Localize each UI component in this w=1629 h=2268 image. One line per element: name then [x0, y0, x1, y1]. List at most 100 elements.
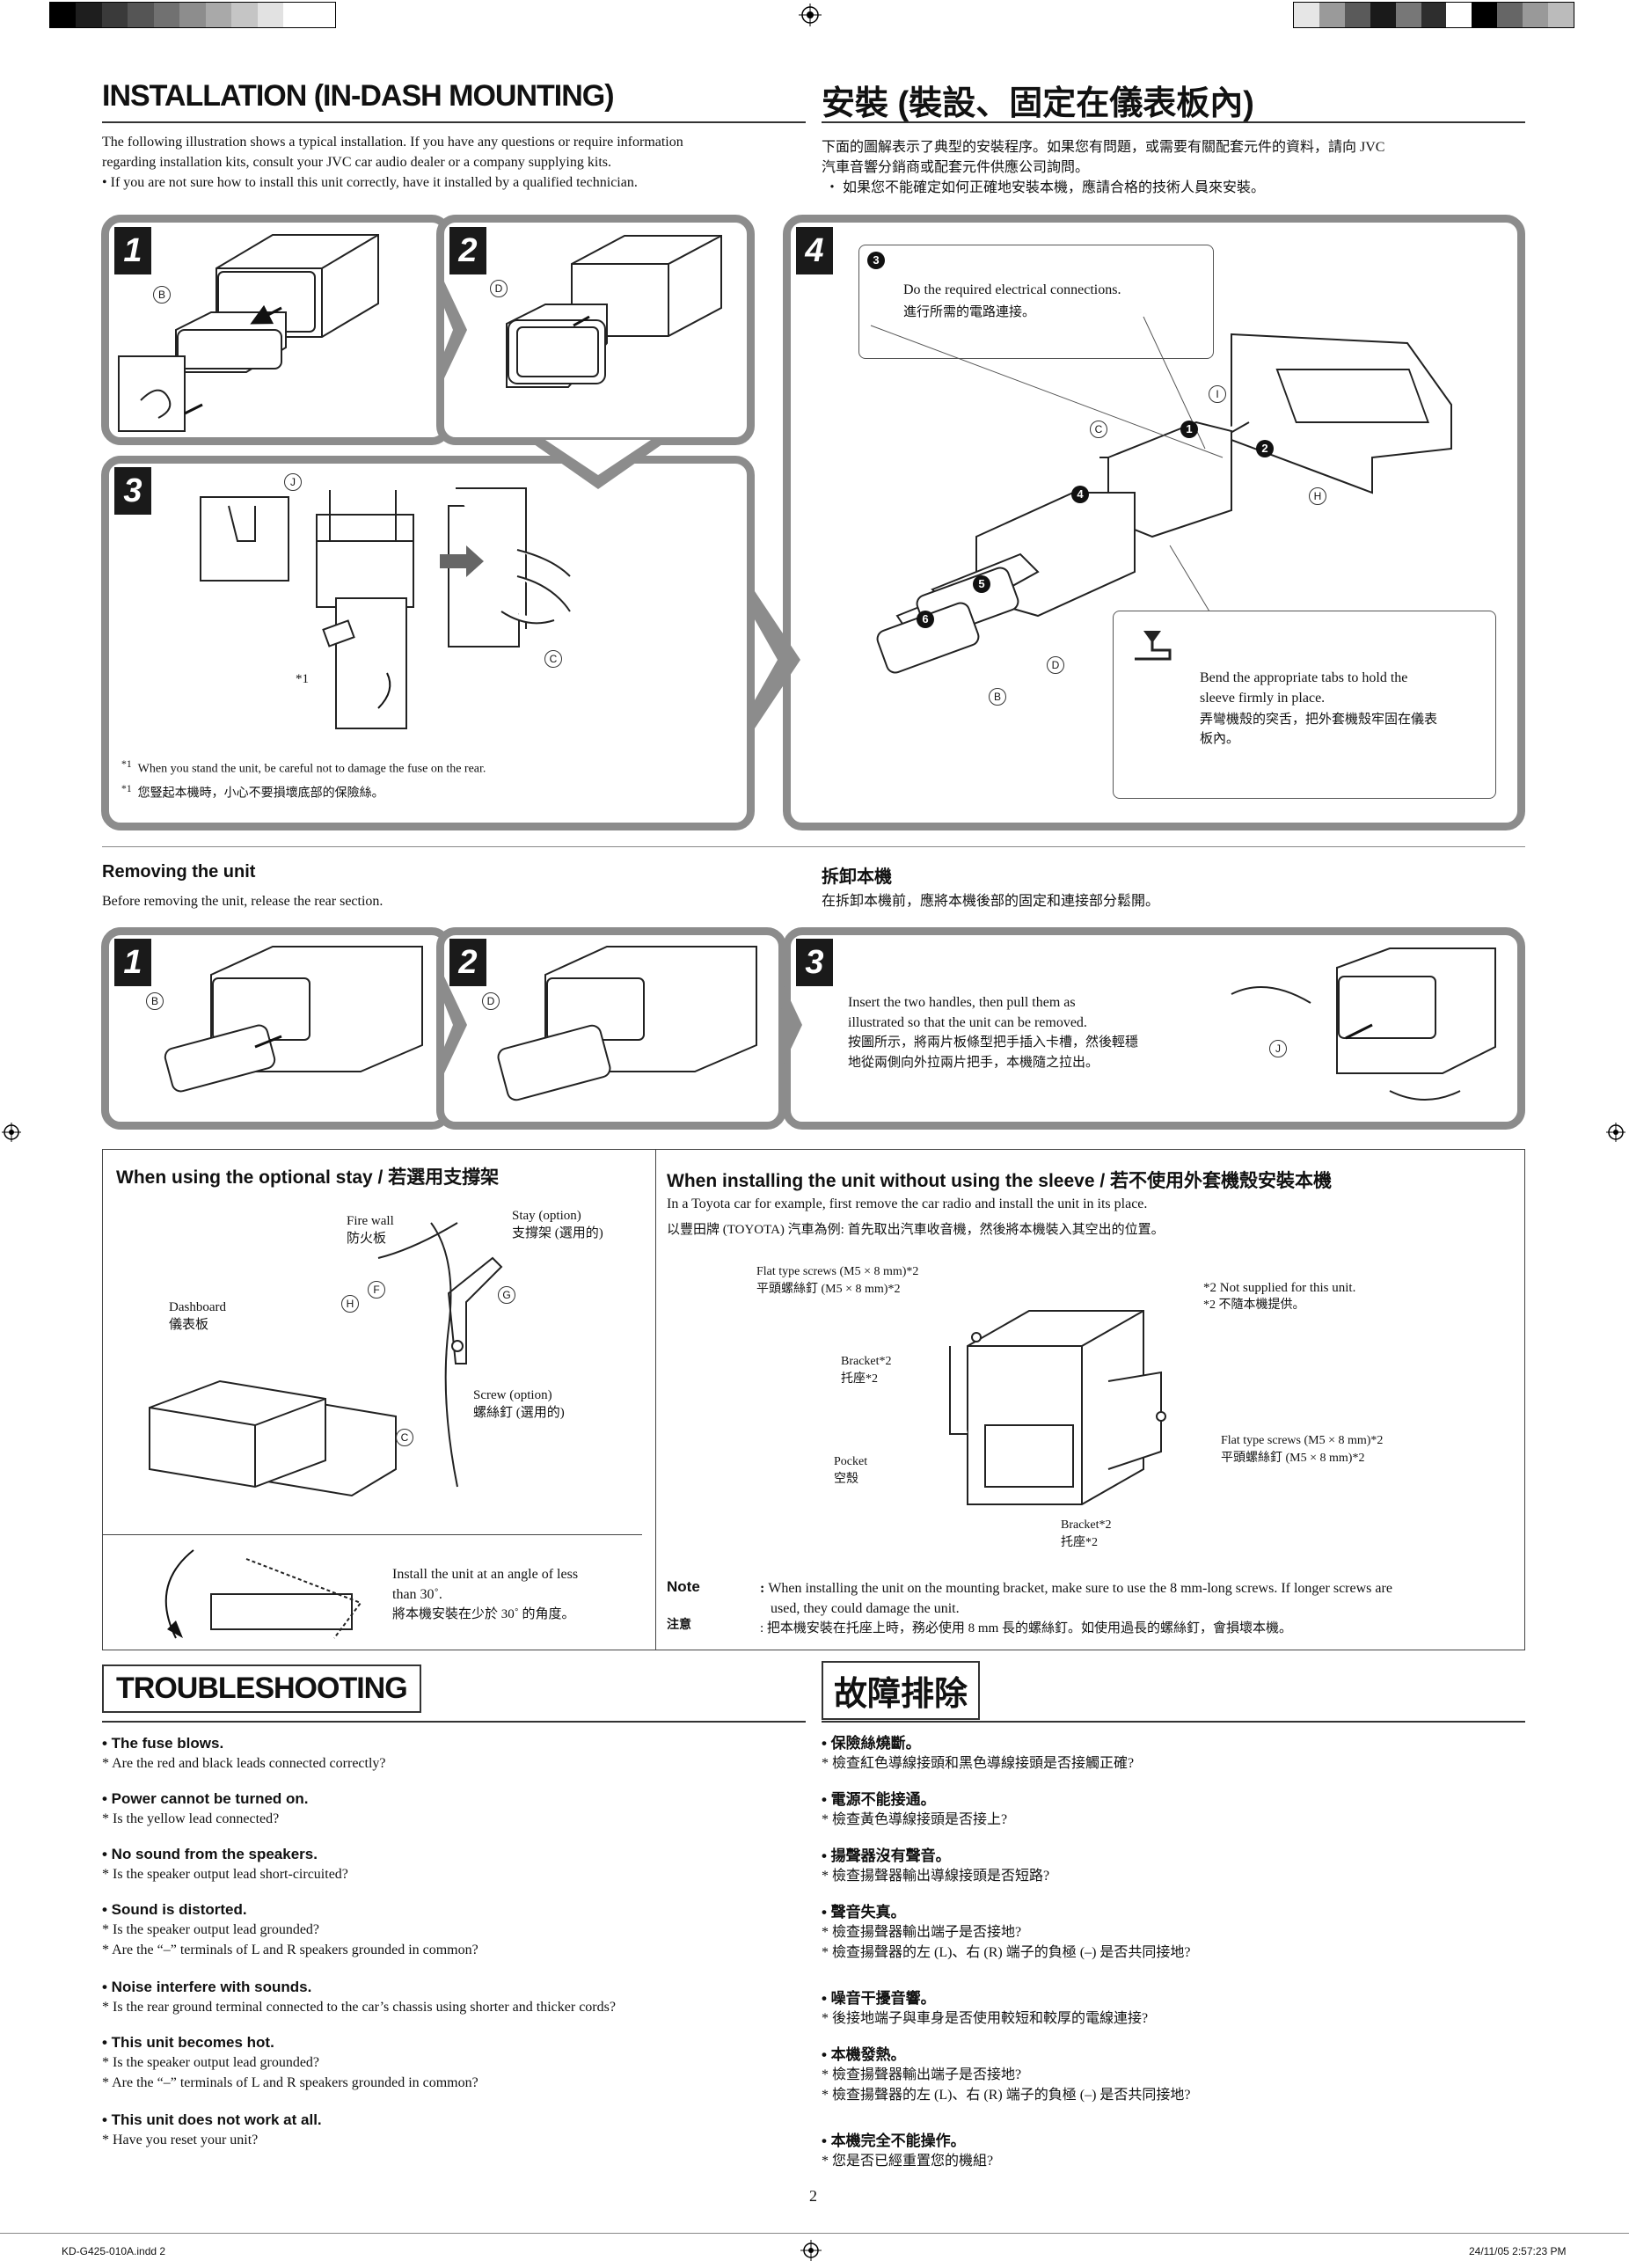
tab-bend-icon [1135, 631, 1172, 661]
sleeve-intro-en: In a Toyota car for example, first remov… [667, 1196, 1148, 1211]
not-supplied-label: *2 Not supplied for this unit.*2 不隨本機提供。 [1203, 1281, 1356, 1312]
troubleshooting-check: * Have you reset your unit? [102, 2133, 259, 2147]
troubleshooting-check: * Is the rear ground terminal connected … [102, 2000, 616, 2015]
troubleshooting-item: • Power cannot be turned on.* Is the yel… [102, 1789, 309, 1829]
divider-removing [102, 846, 1525, 847]
color-bar-right [1293, 2, 1574, 28]
troubleshooting-check: * Are the “–” terminals of L and R speak… [102, 2075, 478, 2090]
install-step-3-number: 3 [114, 467, 151, 515]
troubleshooting-check: * 檢查揚聲器的左 (L)、右 (R) 端子的負極 (–) 是否共同接地? [822, 2088, 1191, 2103]
registration-mark-icon [2, 1123, 21, 1142]
troubleshooting-symptom: • No sound from the speakers. [102, 1846, 318, 1862]
title-rule-left [102, 121, 806, 123]
sleeve-title: When installing the unit without using t… [667, 1171, 1333, 1191]
installation-title-zh: 安裝 (裝設、固定在儀表板內) [822, 85, 1254, 122]
install-step-1-number: 1 [114, 227, 151, 274]
options-divider-horizontal [102, 1534, 642, 1535]
troubleshooting-check: * 檢查揚聲器的左 (L)、右 (R) 端子的負極 (–) 是否共同接地? [822, 1945, 1191, 1960]
troubleshooting-check: * 檢查紅色導線接頭和黑色導線接頭是否接觸正確? [822, 1756, 1135, 1771]
label-f-stay: F [368, 1281, 385, 1299]
number-5-marker: 5 [973, 575, 990, 593]
troubleshooting-rule-zh [822, 1721, 1525, 1723]
label-c-stay: C [396, 1429, 413, 1446]
install-step-4-number: 4 [796, 227, 833, 274]
install-step-2-number: 2 [449, 227, 486, 274]
star1-label: *1 [296, 672, 309, 686]
troubleshooting-check: * Are the red and black leads connected … [102, 1756, 386, 1771]
removing-text: Before removing the unit, release the re… [102, 894, 384, 909]
troubleshooting-item: • No sound from the speakers.* Is the sp… [102, 1844, 348, 1884]
troubleshooting-item: • This unit does not work at all.* Have … [102, 2110, 322, 2150]
number-1-marker: 1 [1180, 421, 1198, 438]
removing-title: Removing the unit [102, 862, 256, 882]
label-c-step3: C [544, 650, 562, 668]
troubleshooting-symptom: • 本機發熱。 [822, 2046, 906, 2063]
note-label-zh: 注意 [667, 1617, 691, 1631]
angle-illustration [164, 1549, 362, 1639]
troubleshooting-item: • 聲音失真。 * 檢查揚聲器輸出端子是否接地? * 檢查揚聲器的左 (L)、右 (… [822, 1902, 1191, 1963]
troubleshooting-item: • 噪音干擾音響。* 後接地端子與車身是否使用較短和較厚的電線連接? [822, 1988, 1148, 2029]
arrow-3-to-4-icon [748, 581, 800, 739]
arrow-1-to-2-icon [444, 282, 467, 378]
troubleshooting-item: • 電源不能接通。* 檢查黃色導線接頭是否接上? [822, 1789, 1007, 1830]
step2-trim-illustration [506, 235, 722, 388]
registration-mark-icon [799, 4, 822, 26]
step3-footnote: *1 When you stand the unit, be careful n… [121, 758, 486, 801]
label-b-remove1: B [146, 992, 164, 1010]
remove-callout: Insert the two handles, then pull them a… [848, 995, 1139, 1070]
troubleshooting-symptom: • Sound is distorted. [102, 1901, 247, 1918]
options-box [102, 1149, 1525, 1650]
troubleshooting-item: • Noise interfere with sounds.* Is the r… [102, 1977, 616, 2017]
footer-timestamp: 24/11/05 2:57:23 PM [1469, 2245, 1567, 2257]
troubleshooting-symptom: • 聲音失真。 [822, 1904, 906, 1920]
troubleshooting-symptom: • Power cannot be turned on. [102, 1790, 309, 1807]
troubleshooting-item: • 揚聲器沒有聲音。* 檢查揚聲器輸出導線接頭是否短路? [822, 1846, 1049, 1886]
troubleshooting-check: * Are the “–” terminals of L and R speak… [102, 1942, 478, 1957]
remove-step-3-number: 3 [796, 939, 833, 986]
label-d-step2: D [490, 280, 508, 297]
options-divider-vertical [655, 1149, 656, 1650]
number-4-marker: 4 [1071, 486, 1089, 503]
registration-mark-icon [800, 2240, 822, 2261]
label-d-remove2: D [482, 992, 500, 1010]
troubleshooting-title-zh: 故障排除 [822, 1661, 981, 1720]
note-text: : When installing the unit on the mounti… [760, 1581, 1392, 1635]
label-j-remove3: J [1269, 1040, 1287, 1057]
stay-title: When using the optional stay / 若選用支撐架 [116, 1167, 500, 1188]
installation-title: INSTALLATION (IN-DASH MOUNTING) [102, 79, 615, 113]
troubleshooting-check: * Is the speaker output lead grounded? [102, 1922, 320, 1937]
arrow-2-to-3-icon [528, 440, 668, 489]
troubleshooting-symptom: • 本機完全不能操作。 [822, 2133, 966, 2149]
troubleshooting-item: • This unit becomes hot.* Is the speaker… [102, 2032, 478, 2093]
troubleshooting-symptom: • 電源不能接通。 [822, 1791, 936, 1808]
callout-elec-zh: 進行所需的電路連接。 [903, 305, 1036, 319]
troubleshooting-symptom: • This unit becomes hot. [102, 2034, 274, 2051]
sleeve-bracket-illustration [949, 1310, 1166, 1505]
label-c-step4: C [1090, 421, 1107, 438]
troubleshooting-check: * 檢查揚聲器輸出端子是否接地? [822, 2067, 1022, 2082]
title-rule-right [822, 121, 1525, 123]
screw-option-label: Screw (option)螺絲釘 (選用的) [473, 1388, 565, 1420]
color-bar-left [49, 2, 336, 28]
troubleshooting-item: • The fuse blows. * Are the red and black… [102, 1733, 386, 1774]
number-2-marker: 2 [1256, 440, 1274, 457]
arrow-remove-2-to-3-icon [779, 977, 802, 1073]
step3-sleeve-illustration [200, 487, 571, 729]
sleeve-intro-zh: 以豐田牌 (TOYOTA) 汽車為例: 首先取出汽車收音機，然後將本機裝入其空出… [667, 1223, 1165, 1237]
troubleshooting-check: * 檢查揚聲器輸出端子是否接地? [822, 1925, 1022, 1940]
install-step-3-panel [101, 456, 755, 830]
remove-step2-illustration [497, 946, 757, 1101]
troubleshooting-check: * 檢查揚聲器輸出導線接頭是否短路? [822, 1869, 1050, 1884]
bend-tabs-callout: Bend the appropriate tabs to hold the sl… [1113, 611, 1496, 799]
callout-bend-en: Bend the appropriate tabs to hold the sl… [1200, 670, 1408, 706]
troubleshooting-symptom: • The fuse blows. [102, 1735, 224, 1752]
step1-faceplate-illustration [118, 234, 379, 432]
troubleshooting-symptom: • 保險絲燒斷。 [822, 1735, 921, 1752]
troubleshooting-rule [102, 1721, 806, 1723]
